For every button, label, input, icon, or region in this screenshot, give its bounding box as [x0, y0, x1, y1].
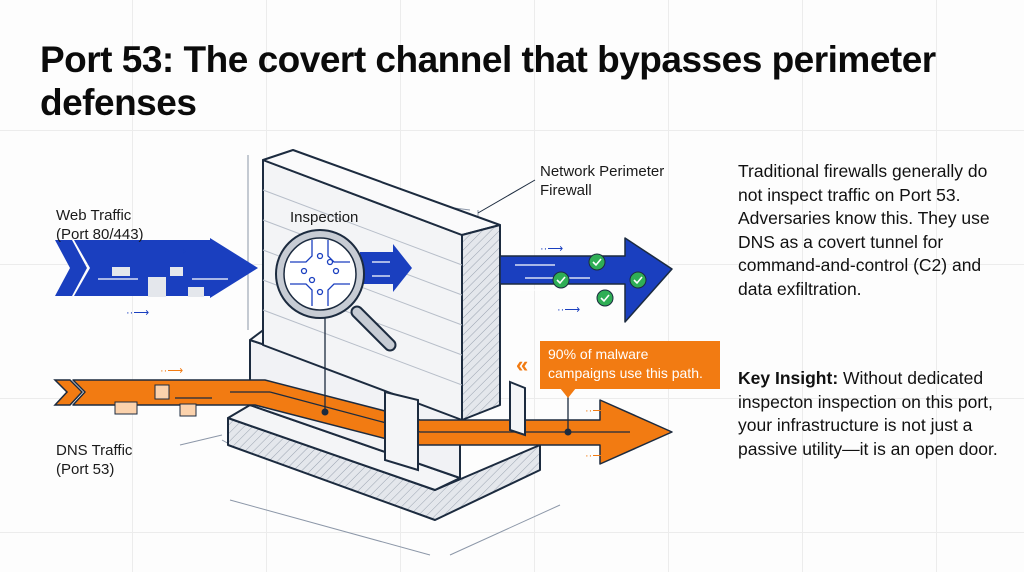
inspection-label: Inspection: [290, 209, 359, 226]
svg-text:··⟶: ··⟶: [160, 365, 183, 377]
firewall-label-line1: Network Perimeter: [540, 163, 665, 180]
firewall-leader-line: [477, 179, 536, 214]
web-traffic-label: Web Traffic (Port 80/443): [56, 206, 144, 244]
key-insight-label: Key Insight:: [738, 368, 839, 388]
web-traffic-inside-arrow: [360, 244, 412, 292]
explanation-paragraph-2: Adversaries know this. They use DNS as a…: [738, 208, 990, 299]
dns-traffic-port: (Port 53): [56, 461, 115, 478]
callout-line2: campaigns use this path.: [548, 365, 703, 381]
firewall-wall: [262, 149, 501, 421]
svg-text:··⟶: ··⟶: [585, 405, 608, 417]
malware-callout: 90% of malware campaigns use this path.: [540, 341, 720, 389]
svg-text:··⟶: ··⟶: [585, 450, 608, 462]
dns-bypass-gap: [384, 380, 526, 472]
svg-text:··⟶: ··⟶: [126, 307, 149, 319]
web-traffic-port: (Port 80/443): [56, 226, 144, 243]
callout-line1: 90% of malware: [548, 346, 649, 362]
inspection-magnifier-icon: [275, 229, 397, 352]
firewall-label-line2: Firewall: [540, 182, 592, 199]
svg-text:··⟶: ··⟶: [557, 304, 580, 316]
explanation-paragraph-1: Traditional firewalls generally do not i…: [738, 161, 988, 205]
svg-text:··⟶: ··⟶: [163, 246, 186, 258]
check-icon: [596, 289, 614, 307]
dns-traffic-label: DNS Traffic (Port 53): [56, 441, 132, 479]
svg-text:··⟶: ··⟶: [540, 243, 563, 255]
web-traffic-title: Web Traffic: [56, 207, 132, 224]
web-traffic-arrow: ··⟶ ··⟶: [55, 238, 258, 319]
callout-chevrons-icon: «: [516, 352, 528, 377]
web-traffic-exit-arrow: ··⟶ ··⟶: [499, 237, 673, 323]
check-icon: [629, 271, 647, 289]
dns-traffic-arrow: ··⟶ ··⟶ ··⟶: [53, 315, 673, 465]
check-icon: [552, 271, 570, 289]
page-title: Port 53: The covert channel that bypasse…: [40, 39, 936, 123]
dns-traffic-title: DNS Traffic: [56, 442, 133, 459]
explanation-panel: Traditional firewalls generally do not i…: [738, 160, 1008, 301]
check-icon: [588, 253, 606, 271]
key-insight: Key Insight: Without dedicated inspecton…: [738, 367, 1008, 461]
firewall-label: Network Perimeter Firewall: [540, 162, 664, 200]
callout-pointer: [560, 388, 576, 398]
allowed-check-icons: [552, 253, 647, 307]
key-insight-text: Without dedicated inspecton inspection o…: [738, 368, 998, 459]
